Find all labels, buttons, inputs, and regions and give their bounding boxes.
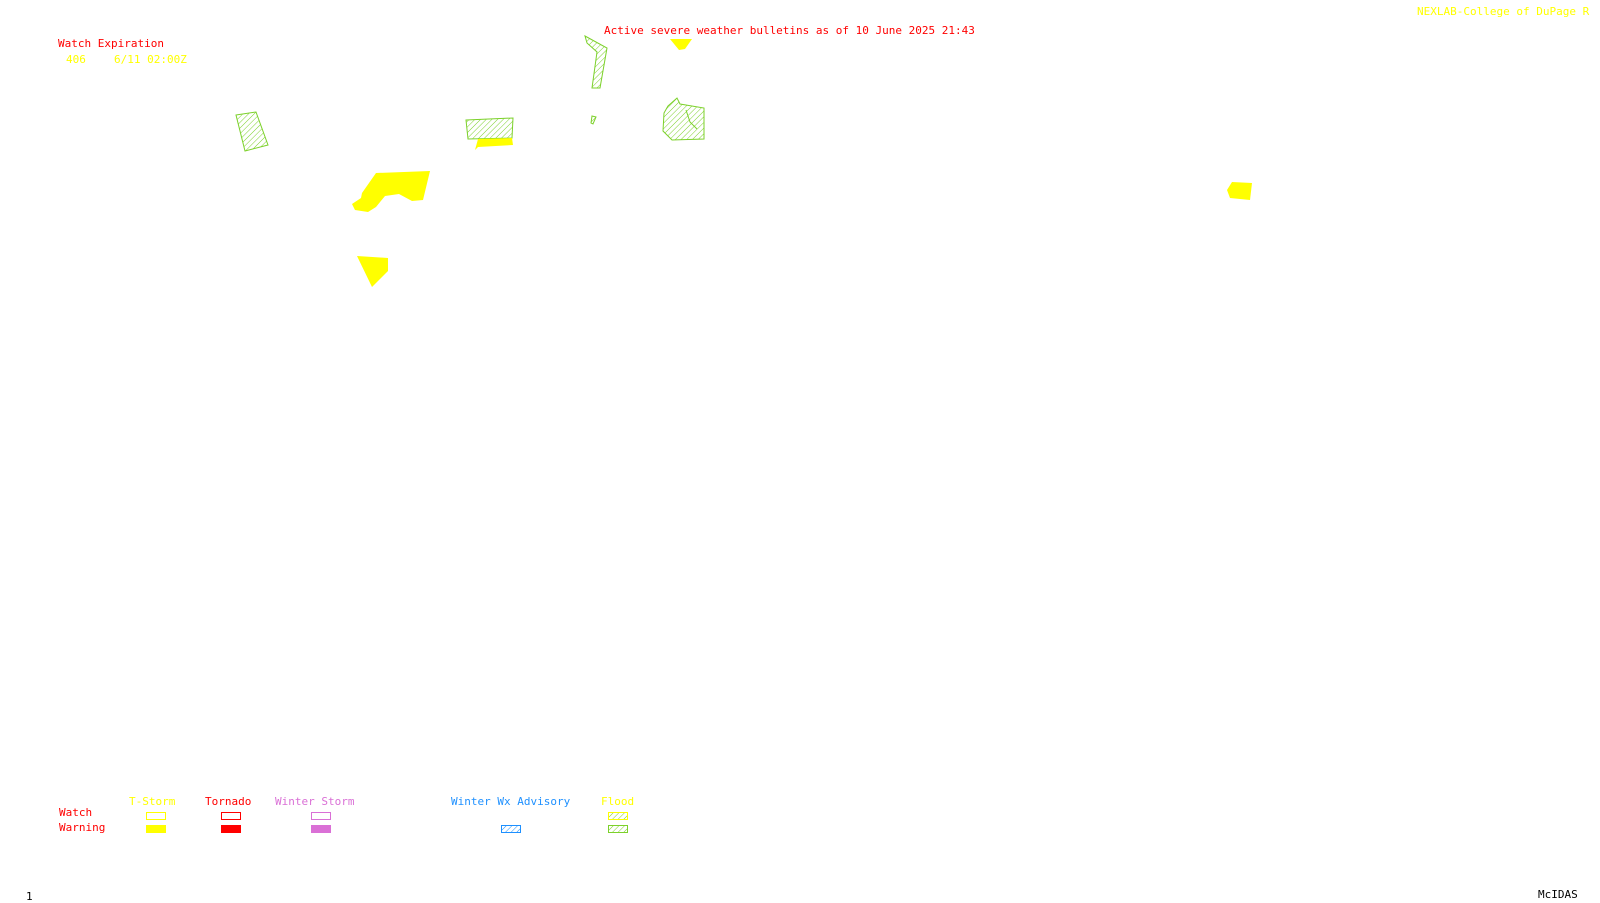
tstorm-warning-swatch: [146, 825, 166, 833]
watch-number: 406: [66, 53, 86, 66]
legend-row-watch: Watch: [59, 806, 93, 819]
bulletin-title: Active severe weather bulletins as of 10…: [604, 24, 975, 37]
flood-warning-polygon: [235, 111, 269, 152]
tstorm-warning-polygon: [357, 256, 388, 287]
legend-label-flood: Flood: [601, 795, 635, 808]
credit-label: NEXLAB-College of DuPage R: [1417, 5, 1590, 18]
tstorm-warning-polygon: [475, 138, 513, 150]
flood-warning-boundary: [685, 109, 698, 130]
flood-warning-polygon: [584, 34, 608, 89]
legend-row-warning: Warning: [59, 821, 106, 834]
tstorm-warning-polygon: [670, 39, 692, 50]
winter-wx-advisory-swatch: [501, 825, 521, 833]
flood-warning-polygon: [662, 97, 705, 141]
tornado-watch-swatch: [221, 812, 241, 820]
flood-warning-polygon: [465, 117, 514, 140]
tstorm-watch-swatch: [146, 812, 166, 820]
watch-expires-time: 6/11 02:00Z: [114, 53, 187, 66]
tornado-warning-swatch: [221, 825, 241, 833]
flood-watch-swatch: [608, 812, 628, 820]
tstorm-warning-polygon: [1227, 182, 1252, 200]
legend-label-tornado: Tornado: [205, 795, 252, 808]
legend-label-tstorm: T-Storm: [129, 795, 176, 808]
legend-label-winter-storm: Winter Storm: [275, 795, 355, 808]
winter-storm-watch-swatch: [311, 812, 331, 820]
legend-label-winter-wx-advisory: Winter Wx Advisory: [451, 795, 571, 808]
flood-warning-polygon: [590, 115, 597, 125]
winter-storm-warning-swatch: [311, 825, 331, 833]
watch-expiration-heading: Watch Expiration: [58, 37, 164, 50]
tstorm-warning-polygon: [352, 171, 430, 212]
software-label: McIDAS: [1538, 888, 1578, 901]
flood-warning-swatch: [608, 825, 628, 833]
frame-number: 1: [26, 890, 33, 903]
